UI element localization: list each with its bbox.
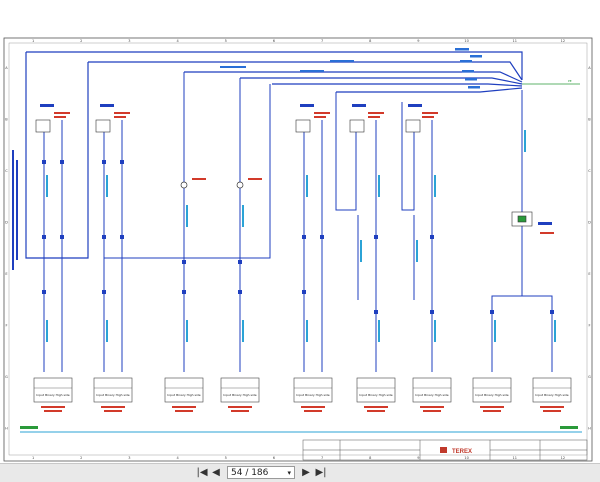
last-page-icon[interactable]: ▶| [315,467,327,478]
row-letter: G [5,375,8,379]
row-letters-right: A B C D E F G H [588,66,591,431]
connector-block: Input Binary High side [532,377,572,412]
column-number: 9 [417,39,419,43]
row-letter: H [5,426,8,430]
column-number: 3 [128,456,130,460]
row-letter: C [5,169,8,173]
switch-components [35,119,421,133]
row-letter: D [588,220,591,224]
connector-label: Input Binary High side [296,393,329,397]
column-number: 12 [561,39,565,43]
column-number: 8 [369,39,371,43]
connector-block: Input Binary High side [412,377,452,412]
row-letter: H [588,426,591,430]
column-number: 9 [417,456,419,460]
row-letter: F [588,323,590,327]
column-number: 6 [273,456,275,460]
wire-tags [46,130,556,342]
column-number: 4 [176,39,179,43]
connector-label: Input Binary High side [475,393,508,397]
connector-block: Input Binary High side [33,377,73,412]
first-page-icon[interactable]: |◀ [196,467,208,478]
top-bus-lines [25,51,523,259]
connector-block: Input Binary High side [472,377,512,412]
column-number: 1 [32,39,34,43]
left-note-strip [12,150,18,270]
row-letter: F [5,323,7,327]
connector-block: Input Binary High side [93,377,133,412]
row-letter: B [588,117,591,121]
page-number-field[interactable]: 54 / 186 ▾ [227,466,295,479]
connector-block: Input Binary High side [164,377,204,412]
row-letter: D [5,220,8,224]
brand-logo-mark [440,447,447,453]
component-labels [40,104,552,225]
bus-tags [220,48,482,89]
red-annotations [54,112,554,234]
column-number: 11 [513,39,517,43]
column-number: 5 [225,456,227,460]
connector-label: Input Binary High side [36,393,69,397]
column-number: 4 [176,456,179,460]
column-number: 2 [80,39,82,43]
page-display: 54 / 186 [231,468,269,478]
row-letter: E [588,272,590,276]
previous-page-icon[interactable]: ◀ [212,467,220,478]
sheet-frame [3,37,593,462]
pdf-viewer-toolbar: |◀ ◀ 54 / 186 ▾ ▶ ▶| [0,463,600,482]
column-number: 10 [464,39,468,43]
connector-label: Input Binary High side [535,393,568,397]
column-number: 6 [273,39,275,43]
row-letter: C [588,169,591,173]
column-number: 8 [369,456,371,460]
column-number: 7 [321,39,323,43]
chevron-down-icon[interactable]: ▾ [287,469,291,477]
connector-label: Input Binary High side [167,393,200,397]
column-number: 5 [225,39,227,43]
column-number: 11 [513,456,517,460]
column-number: 12 [561,456,565,460]
column-number: 1 [32,456,34,460]
column-number: 10 [464,456,468,460]
connector-block: Input Binary High side [220,377,260,412]
indicator-lamps [180,181,244,189]
connector-label: Input Binary High side [223,393,256,397]
title-block [302,439,588,461]
connector-label: Input Binary High side [96,393,129,397]
connector-label: Input Binary High side [415,393,448,397]
row-letter: G [588,375,591,379]
row-letter: A [588,66,591,70]
relay-module [511,211,533,227]
column-number: 7 [321,456,323,460]
next-page-icon[interactable]: ▶ [302,467,310,478]
circuit-wires [43,72,553,372]
column-number: 3 [128,39,130,43]
row-letters-left: A B C D E F G H [5,66,8,431]
row-letter: B [5,117,8,121]
connector-label: Input Binary High side [359,393,392,397]
connector-block: Input Binary High side [293,377,333,412]
row-letter: A [5,66,8,70]
svg-text:PE: PE [568,79,572,83]
row-letter: E [5,272,7,276]
inner-frame [8,42,588,456]
terminal-marks [42,160,554,314]
brand-logo-text: TEREX [452,449,472,455]
column-number: 2 [80,456,82,460]
connector-blocks: Input Binary High side Input Binary High … [33,377,572,412]
connector-block: Input Binary High side [356,377,396,412]
